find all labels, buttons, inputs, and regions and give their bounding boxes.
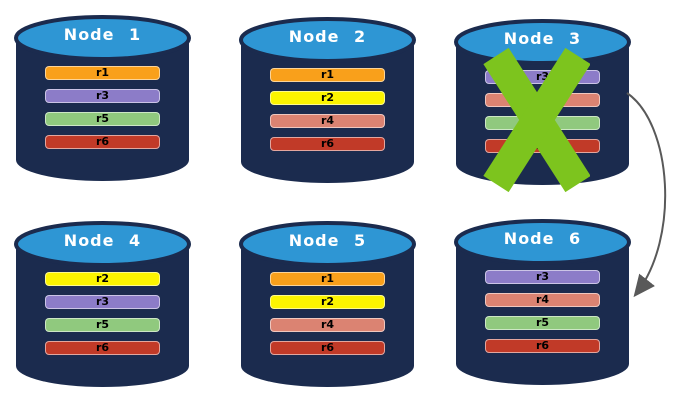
replica-label: r3	[535, 270, 550, 283]
replica-bar: r4	[270, 318, 385, 332]
replica-label: r2	[320, 91, 335, 104]
replica-label: r2	[95, 272, 110, 285]
database-node: Node 6 r3 r4 r5 r6	[452, 212, 633, 392]
replica-label: r6	[95, 135, 110, 148]
replica-label: r4	[535, 293, 550, 306]
replica-label: r1	[320, 68, 335, 81]
replica-bar: r2	[270, 295, 385, 309]
replica-label: r5	[95, 318, 110, 331]
replica-label: r6	[320, 341, 335, 354]
replica-list: r1 r2 r4 r6	[270, 68, 385, 160]
replica-bar: r4	[270, 114, 385, 128]
replica-bar: r2	[270, 91, 385, 105]
replica-label: r3	[95, 89, 110, 102]
database-node: Node 2 r1 r2 r4 r6	[237, 10, 418, 190]
replica-bar: r1	[270, 68, 385, 82]
replica-bar: r3	[485, 70, 600, 84]
replica-bar: r6	[485, 339, 600, 353]
replica-label: r4	[320, 318, 335, 331]
replica-bar: r6	[270, 341, 385, 355]
replica-label: r1	[95, 66, 110, 79]
replica-list: r1 r3 r5 r6	[45, 66, 160, 158]
replica-label: r3	[535, 70, 550, 83]
replica-label: r4	[320, 114, 335, 127]
node-title: Node 1	[63, 25, 142, 44]
replica-bar: r5	[485, 316, 600, 330]
replica-bar: r4	[485, 293, 600, 307]
node-title: Node 6	[503, 229, 582, 248]
replica-bar: r4	[485, 93, 600, 107]
replica-label: r4	[535, 93, 550, 106]
replica-label: r6	[95, 341, 110, 354]
node-title: Node 3	[503, 29, 582, 48]
node-title: Node 4	[63, 231, 142, 250]
replica-bar: r1	[270, 272, 385, 286]
replica-bar: r5	[45, 318, 160, 332]
database-node: Node 5 r1 r2 r4 r6	[237, 214, 418, 394]
replica-list: r3 r4 r5 r6	[485, 70, 600, 162]
replica-bar: r6	[270, 137, 385, 151]
replica-bar: r5	[45, 112, 160, 126]
replica-label: r5	[535, 316, 550, 329]
replica-bar: r2	[45, 272, 160, 286]
replica-label: r2	[320, 295, 335, 308]
replica-list: r2 r3 r5 r6	[45, 272, 160, 364]
replica-label: r3	[95, 295, 110, 308]
node-title: Node 5	[288, 231, 367, 250]
replica-bar: r6	[485, 139, 600, 153]
replica-label: r5	[535, 116, 550, 129]
replica-bar: r6	[45, 341, 160, 355]
replica-label: r1	[320, 272, 335, 285]
database-node: Node 1 r1 r3 r5 r6	[12, 8, 193, 188]
replica-bar: r5	[485, 116, 600, 130]
replica-list: r1 r2 r4 r6	[270, 272, 385, 364]
database-node: Node 3 r3 r4 r5 r6	[452, 12, 633, 192]
replica-label: r6	[320, 137, 335, 150]
replica-bar: r6	[45, 135, 160, 149]
replica-label: r6	[535, 339, 550, 352]
replica-label: r6	[535, 139, 550, 152]
replica-bar: r3	[45, 295, 160, 309]
replica-label: r5	[95, 112, 110, 125]
replica-bar: r1	[45, 66, 160, 80]
replica-bar: r3	[485, 270, 600, 284]
replica-bar: r3	[45, 89, 160, 103]
node-title: Node 2	[288, 27, 367, 46]
replica-list: r3 r4 r5 r6	[485, 270, 600, 362]
database-node: Node 4 r2 r3 r5 r6	[12, 214, 193, 394]
